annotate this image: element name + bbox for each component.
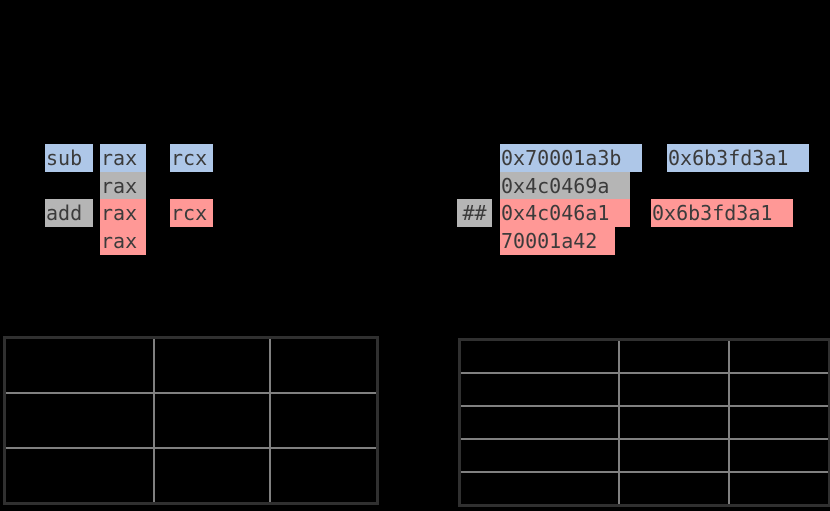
- instruction-operand2-row-1: rcx: [170, 144, 213, 172]
- table-row: [3, 392, 379, 449]
- table-cell: [153, 336, 271, 394]
- table-row: [458, 405, 830, 440]
- value-primary-row-2: 0x4c0469a: [500, 172, 630, 200]
- value-primary-row-4: 70001a42: [500, 227, 615, 255]
- table-left-body: [3, 336, 379, 505]
- value-secondary-row-3: 0x6b3fd3a1: [651, 199, 793, 227]
- table-row: [458, 438, 830, 473]
- instruction-operand1-row-2: rax: [100, 172, 146, 200]
- instruction-operand1-row-3: rax: [100, 199, 146, 227]
- table-cell: [269, 447, 379, 505]
- value-primary-row-1: 0x70001a3b: [500, 144, 642, 172]
- table-row: [458, 372, 830, 407]
- table-cell: [728, 338, 830, 374]
- table-cell: [618, 338, 730, 374]
- table-cell: [153, 447, 271, 505]
- table-cell: [728, 372, 830, 407]
- instruction-mnemonic-row-1: sub: [45, 144, 93, 172]
- table-cell: [618, 438, 730, 473]
- table-cell: [269, 336, 379, 394]
- instruction-operand1-row-1: rax: [100, 144, 146, 172]
- table-cell: [3, 392, 155, 449]
- table-cell: [458, 372, 620, 407]
- table-right-body: [458, 338, 830, 507]
- table-cell: [153, 392, 271, 449]
- table-row: [458, 471, 830, 507]
- table-cell: [728, 438, 830, 473]
- table-cell: [3, 336, 155, 394]
- table-cell: [618, 372, 730, 407]
- instruction-mnemonic-row-3: add: [45, 199, 93, 227]
- table-cell: [728, 405, 830, 440]
- instruction-operand2-row-3: rcx: [170, 199, 213, 227]
- table-cell: [618, 471, 730, 507]
- table-left: [3, 336, 379, 505]
- table-cell: [458, 471, 620, 507]
- table-cell: [458, 338, 620, 374]
- table-cell: [728, 471, 830, 507]
- table-row: [458, 338, 830, 374]
- table-row: [3, 336, 379, 394]
- table-row: [3, 447, 379, 505]
- instruction-operand1-row-4: rax: [100, 227, 146, 255]
- table-cell: [3, 447, 155, 505]
- table-cell: [458, 405, 620, 440]
- value-marker: ##: [457, 199, 492, 227]
- value-secondary-row-1: 0x6b3fd3a1: [667, 144, 809, 172]
- value-primary-row-3: 0x4c046a1: [500, 199, 630, 227]
- table-cell: [458, 438, 620, 473]
- table-cell: [269, 392, 379, 449]
- table-right: [458, 338, 830, 507]
- table-cell: [618, 405, 730, 440]
